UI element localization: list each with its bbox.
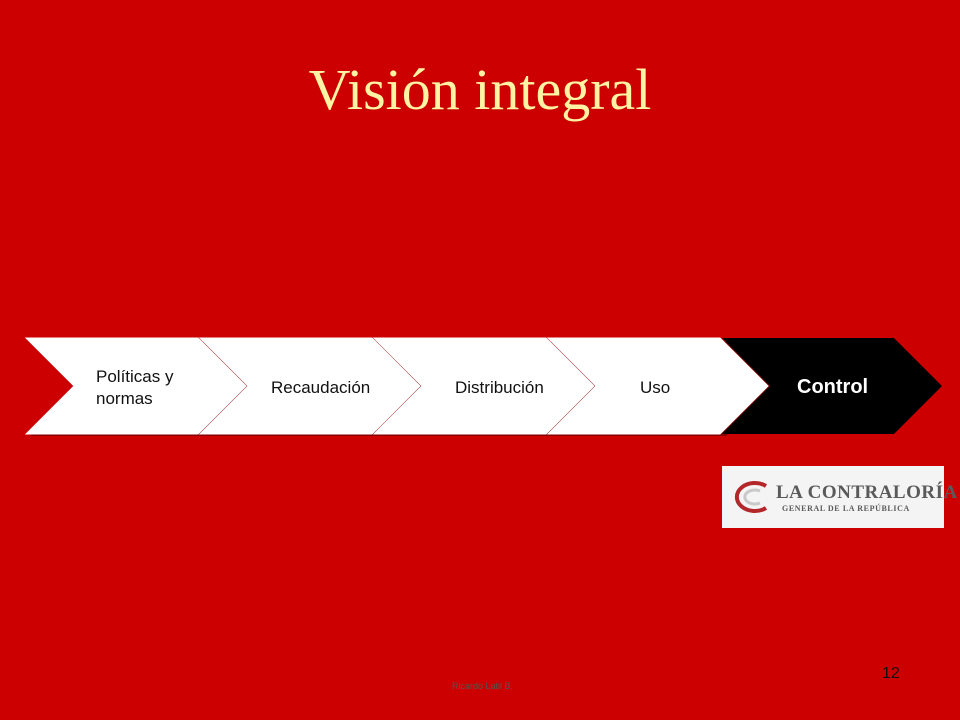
step-label-line1: Políticas y: [96, 367, 174, 386]
step-label-control: Control: [797, 376, 869, 398]
footer-author: Ricardo Latil B.: [452, 681, 514, 691]
chevron-step-use: [546, 337, 769, 435]
chevron-step-policies: [24, 337, 247, 435]
page-number: 12: [882, 665, 900, 682]
logo-subtitle: GENERAL DE LA REPÚBLICA: [782, 504, 910, 513]
step-label-use: Uso: [640, 378, 671, 397]
chevron-step-control: [722, 338, 942, 434]
chevron-step-collection: [198, 337, 421, 435]
step-label-distribution: Distribución: [455, 378, 544, 397]
step-label-policies: Políticas y normas: [96, 366, 173, 410]
step-label-line2: normas: [96, 389, 153, 408]
chevron-step-distribution: [372, 337, 595, 435]
step-label-collection: Recaudación: [271, 378, 371, 397]
contraloria-logo: LA CONTRALORÍA GENERAL DE LA REPÚBLICA: [722, 466, 957, 528]
slide-title: Visión integral: [308, 57, 652, 122]
contraloria-logo-mark-icon: [734, 481, 768, 513]
logo-title: LA CONTRALORÍA: [776, 482, 958, 503]
